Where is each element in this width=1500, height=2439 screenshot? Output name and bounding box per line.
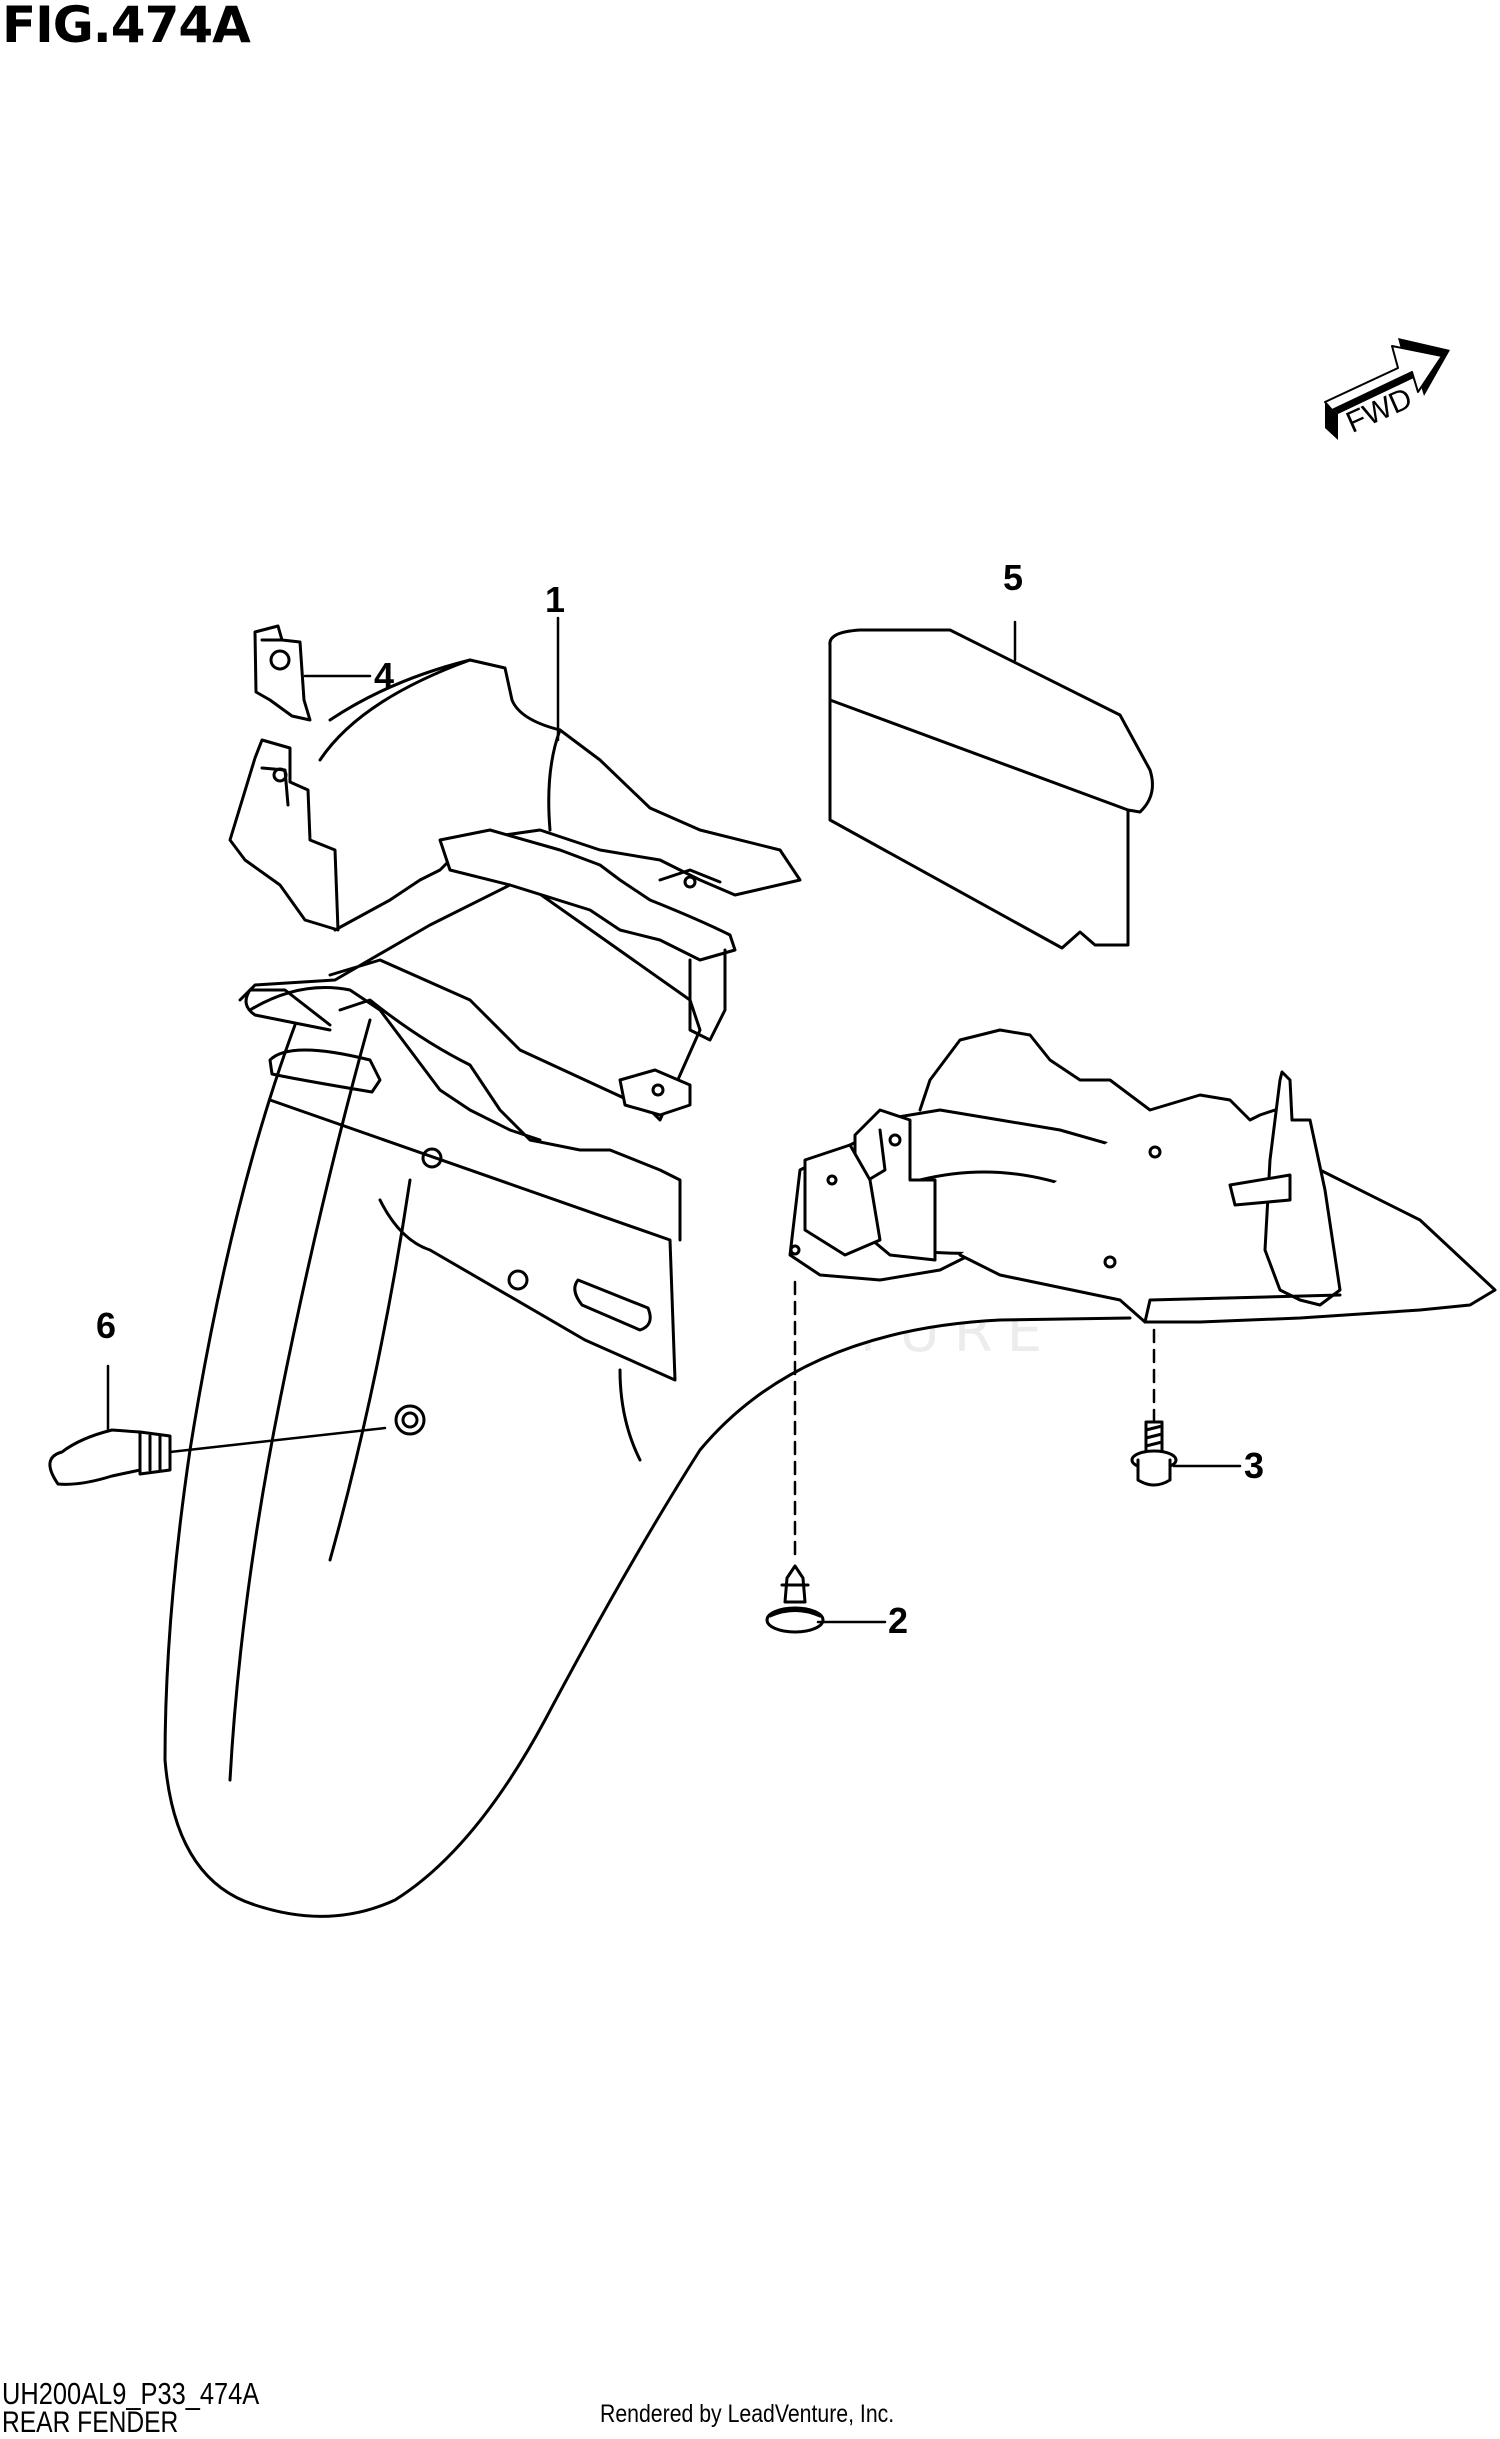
figure-code: UH200AL9_P33_474A — [2, 2376, 260, 2411]
callout-4: 4 — [374, 655, 394, 696]
bolt — [1130, 1420, 1178, 1487]
leader-lines — [106, 616, 1242, 1624]
fwd-arrow-icon: FWD — [1324, 338, 1450, 440]
rear-fender — [163, 658, 1497, 1918]
render-credit: Rendered by LeadVenture, Inc. — [600, 2400, 895, 2428]
push-rivet — [765, 1564, 825, 1634]
figure-name: REAR FENDER — [2, 2406, 179, 2439]
cover-plate — [828, 628, 1154, 950]
cushion — [48, 1428, 172, 1486]
callout-2: 2 — [888, 1600, 908, 1641]
figure-title: FIG.474A — [2, 0, 251, 54]
callout-6: 6 — [96, 1305, 116, 1346]
clip-nut — [253, 624, 312, 722]
callout-5: 5 — [1003, 557, 1023, 598]
callout-1: 1 — [545, 579, 565, 620]
callout-3: 3 — [1244, 1445, 1264, 1486]
